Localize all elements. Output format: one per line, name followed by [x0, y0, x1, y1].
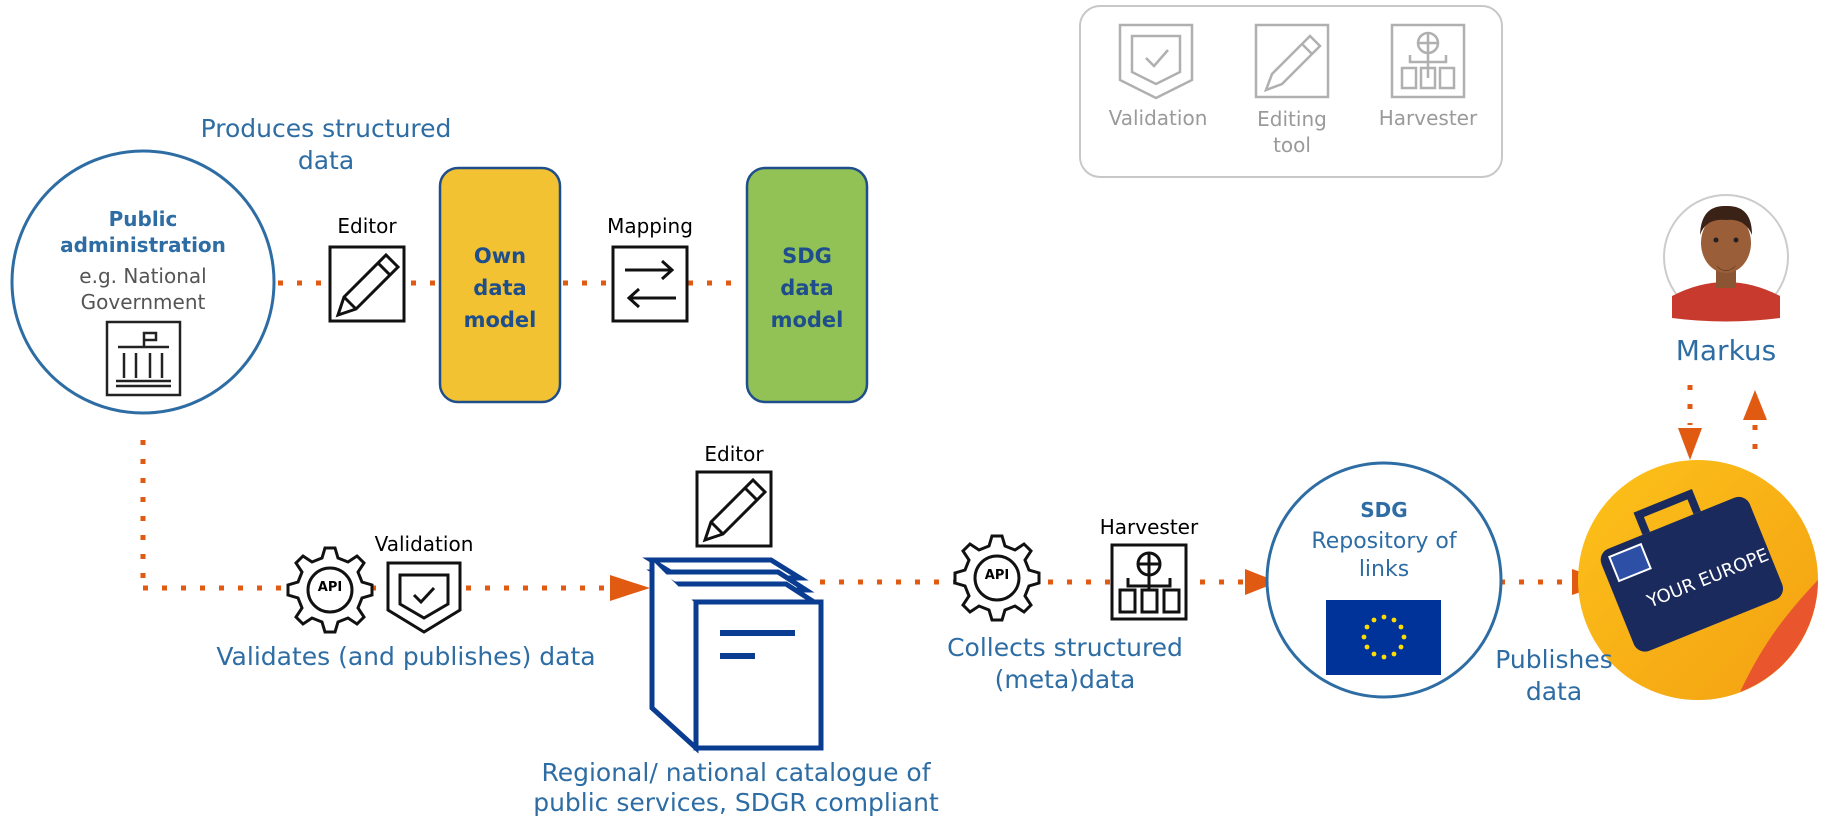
- harvester-icon: [1110, 543, 1188, 621]
- top-editor-icon: [328, 245, 406, 323]
- api-gear-icon-2: [953, 534, 1041, 622]
- legend-editing-tool-icon: [1254, 23, 1330, 99]
- middle-editor-label: Editor: [704, 442, 764, 466]
- sdg-repo-subtitle: Repository of links: [1311, 529, 1457, 582]
- eu-flag-icon: [1326, 600, 1441, 675]
- mapping-label: Mapping: [607, 214, 693, 238]
- validation-label: Validation: [374, 532, 474, 556]
- api-label-2: API: [984, 568, 1010, 583]
- api-label-1: API: [317, 580, 343, 595]
- your-europe-sticker: [1578, 460, 1818, 700]
- arrowhead-down-markus: [1678, 428, 1702, 460]
- sdg-repository-circle: [1265, 461, 1503, 699]
- sdg-data-model-label: SDG data model: [770, 244, 844, 332]
- legend-label-harvester: Harvester: [1378, 106, 1478, 130]
- legend-validation-icon: [1118, 23, 1194, 100]
- public-admin-circle: [10, 149, 276, 415]
- public-admin-subtitle: e.g. National Government: [79, 264, 207, 314]
- sdg-repo-title: SDG: [1360, 498, 1408, 522]
- mapping-icon: [611, 245, 689, 323]
- legend-label-editing-tool: Editing tool: [1257, 107, 1327, 157]
- validates-label: Validates (and publishes) data: [216, 642, 596, 671]
- own-data-model-box: [438, 166, 562, 404]
- collects-label: Collects structured (meta)data: [947, 633, 1183, 694]
- government-building-icon: [105, 320, 182, 397]
- arrowhead-to-catalogue: [610, 575, 650, 601]
- sdg-data-model-box: [745, 166, 869, 404]
- suitcase-icon: [1600, 489, 1784, 652]
- legend-harvester-icon: [1390, 23, 1466, 99]
- legend-label-validation: Validation: [1108, 106, 1208, 130]
- middle-editor-icon: [695, 470, 773, 548]
- markus-avatar: [1663, 194, 1789, 322]
- validation-shield-icon: [386, 561, 462, 634]
- catalogue-stack-icon: [642, 557, 824, 754]
- markus-label: Markus: [1675, 334, 1777, 367]
- arrowhead-up-markus: [1743, 390, 1767, 420]
- legend-box: [1079, 5, 1503, 178]
- top-editor-label: Editor: [337, 214, 397, 238]
- harvester-label: Harvester: [1099, 515, 1199, 539]
- arrowhead-to-repository: [1245, 569, 1278, 595]
- catalogue-label: Regional/ national catalogue of public s…: [533, 758, 939, 817]
- produces-label: Produces structured data: [200, 114, 452, 175]
- publishes-label: Publishes data: [1495, 645, 1613, 706]
- public-admin-title: Public administration: [60, 207, 226, 257]
- api-gear-icon-1: [286, 546, 374, 634]
- own-data-model-label: Own data model: [463, 244, 537, 332]
